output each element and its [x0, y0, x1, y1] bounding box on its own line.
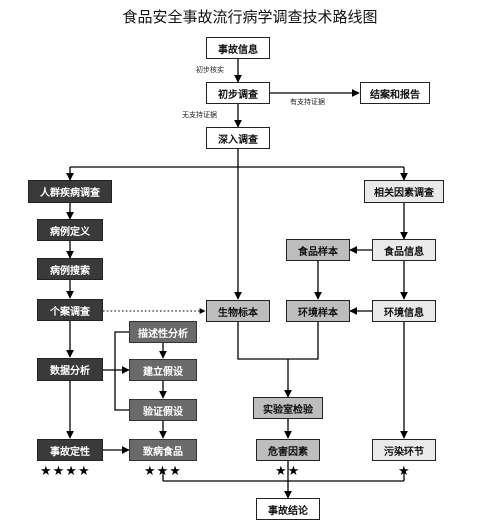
node-establish-hypothesis: 建立假设	[129, 359, 197, 381]
node-env-sample: 环境样本	[286, 300, 350, 322]
node-related-factors: 相关因素调查	[364, 180, 444, 203]
node-pollution-link: 污染环节	[372, 439, 436, 461]
stars-causal-food: ★★★	[144, 464, 182, 479]
node-accident-conclusion: 事故结论	[256, 498, 320, 520]
label-without-evidence: 无支持证据	[182, 111, 217, 119]
node-causal-food: 致病食品	[129, 439, 197, 461]
edge-env-to-lab	[288, 322, 319, 360]
node-prelim-investigation: 初步调查	[206, 82, 270, 104]
label-preliminary-verification: 初步核实	[196, 66, 224, 74]
node-verify-hypothesis: 验证假设	[129, 399, 197, 421]
node-case-search: 病例搜索	[37, 258, 103, 280]
stars-accident-nature: ★★★★	[40, 464, 91, 479]
edge-descriptive-loop	[114, 331, 129, 370]
node-accident-nature: 事故定性	[37, 439, 103, 461]
edge-bio-to-lab	[237, 322, 288, 360]
page-title: 食品安全事故流行病学调查技术路线图	[122, 8, 378, 26]
label-with-evidence: 有支持证据	[290, 98, 325, 106]
node-food-sample: 食品样本	[286, 239, 350, 261]
node-hazard-factor: 危害因素	[256, 439, 320, 461]
edge-verify-to-establish	[114, 370, 129, 411]
node-case-investigation: 个案调查	[37, 299, 103, 321]
stars-hazard-factor: ★★	[275, 464, 301, 479]
node-case-definition: 病例定义	[37, 219, 103, 241]
node-accident-info: 事故信息	[206, 37, 270, 59]
node-data-analysis: 数据分析	[37, 358, 103, 381]
node-close-report: 结案和报告	[360, 82, 430, 104]
node-descriptive-analysis: 描述性分析	[129, 321, 197, 343]
node-food-info: 食品信息	[372, 239, 436, 261]
node-population-disease: 人群疾病调查	[28, 180, 112, 203]
node-lab-test: 实验室检验	[253, 397, 323, 419]
node-env-info: 环境信息	[372, 300, 436, 322]
stars-pollution-link: ★	[398, 464, 411, 479]
node-bio-specimen: 生物标本	[206, 300, 270, 322]
node-deep-investigation: 深入调查	[206, 127, 270, 149]
